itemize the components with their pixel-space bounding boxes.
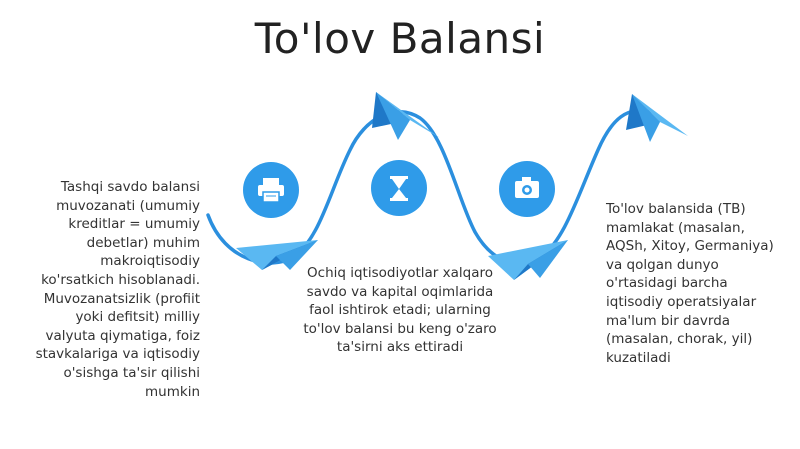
page-title: To'lov Balansi xyxy=(254,14,546,63)
hourglass-icon xyxy=(371,160,427,216)
paper-plane-icon xyxy=(372,92,440,140)
right-description: To'lov balansida (TB) mamlakat (masalan,… xyxy=(606,201,774,366)
paper-plane-icon xyxy=(236,240,318,270)
printer-icon xyxy=(243,162,299,218)
paper-plane-icon xyxy=(626,94,688,142)
middle-description: Ochiq iqtisodiyotlar xalqaro savdo va ka… xyxy=(303,265,497,356)
paper-plane-icon xyxy=(488,240,568,280)
camera-icon xyxy=(499,161,555,217)
left-description: Tashqi savdo balansi muvozanati (umumiy … xyxy=(35,179,200,400)
